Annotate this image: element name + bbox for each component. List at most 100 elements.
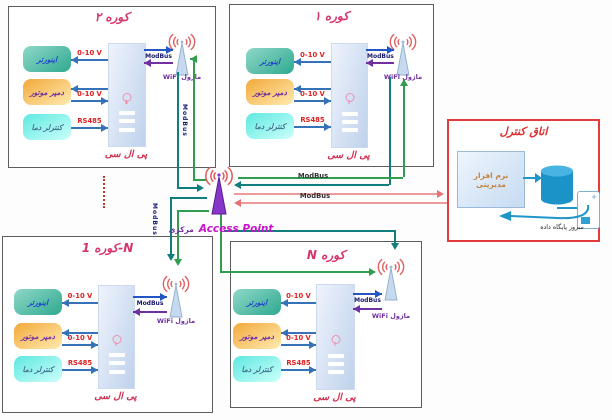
plc-to-damper-arrowhead	[62, 328, 69, 337]
inverter-box-label: اینورتر	[259, 56, 281, 66]
tempctrl-to-plc-line	[62, 369, 98, 371]
plc-box	[108, 43, 146, 147]
plc-power-icon	[331, 335, 340, 346]
damper-motor-box: دمپر موتور	[246, 79, 294, 105]
modbus-plc-wifi-label: ModBus	[145, 53, 172, 60]
plc-vent-slat	[341, 112, 358, 116]
damper-to-plc-arrowhead	[91, 340, 98, 349]
furnace2-to-ap-arrowhead	[197, 183, 204, 192]
database-cylinder-icon	[541, 165, 573, 205]
tempctrl-signal-label: RS485	[67, 359, 93, 367]
inverter-signal-label: 0-10 V	[67, 292, 93, 300]
ap-to-furnace1-up-line	[403, 80, 405, 177]
ap-to-furnace1-arrowhead	[399, 79, 408, 86]
plc-to-inverter-line	[281, 302, 316, 304]
furnace-title: کوره N	[306, 248, 346, 262]
damper-to-plc-line	[294, 100, 331, 102]
plc-to-inverter-arrowhead	[71, 55, 78, 64]
control-room-title: اتاق کنترل	[499, 125, 548, 138]
ap-to-furnace2-down-line	[193, 58, 195, 181]
plc-vent-slat	[119, 111, 135, 115]
plc-to-damper-line	[294, 88, 331, 90]
furnace1-wifi-down-line	[389, 77, 391, 185]
ap-to-controlroom-line	[234, 193, 438, 195]
db-to-server-line	[557, 207, 577, 209]
damper-to-plc-arrowhead	[309, 340, 316, 349]
plc-vent-slat	[327, 370, 344, 374]
plc-box	[98, 285, 135, 389]
plc-vent-slat	[108, 353, 125, 357]
damper-signal-label: 0-10 V	[67, 333, 93, 342]
damper-motor-box-label: دمپر موتور	[240, 331, 274, 341]
ap-to-furnace-n-arrowhead-teal	[390, 243, 399, 250]
plc-vent-slat	[119, 119, 135, 123]
tempctrl-to-plc-arrowhead	[309, 365, 316, 374]
ap-to-furnace-n1-down-line2	[177, 210, 179, 263]
wifi-antenna-icon	[156, 271, 196, 323]
wifi-to-plc-arrowhead	[366, 58, 373, 67]
plc-to-damper-line	[62, 332, 98, 334]
temperature-controller-box: کنترلر دما	[246, 113, 294, 139]
access-point-label: Access Point مرکزی	[148, 217, 294, 236]
control-room-panel: اتاق کنترل نرم افزار مدیریتی + سرور پایگ…	[447, 119, 600, 242]
ap-to-furnace-n-down-line2	[220, 214, 222, 272]
damper-motor-box-label: دمپر موتور	[21, 331, 55, 341]
plc-to-wifi-arrowhead	[387, 45, 394, 54]
plc-to-wifi-arrowhead	[160, 292, 167, 301]
plc-to-inverter-arrowhead	[281, 298, 288, 307]
temperature-controller-box-label: کنترلر دما	[22, 364, 54, 374]
modbus-label-vertical-furnace2: ModBus	[181, 104, 188, 137]
furnace-title: کوره ۱	[314, 9, 349, 23]
plc-to-damper-arrowhead	[294, 84, 301, 93]
damper-motor-box: دمپر موتور	[14, 323, 62, 349]
tempctrl-to-plc-arrowhead	[91, 365, 98, 374]
plc-vent-slat	[108, 361, 125, 365]
plc-to-damper-line	[281, 332, 316, 334]
damper-to-plc-arrowhead	[101, 96, 108, 105]
temperature-controller-box-label: کنترلر دما	[254, 121, 286, 131]
plc-vent-slat	[108, 370, 125, 374]
temperature-controller-box-label: کنترلر دما	[241, 364, 273, 374]
wifi-to-plc-line	[366, 62, 394, 64]
damper-motor-box-label: دمپر موتور	[30, 87, 64, 97]
plc-to-damper-arrowhead	[71, 84, 78, 93]
plc-to-inverter-arrowhead	[294, 57, 301, 66]
damper-to-plc-arrowhead	[324, 96, 331, 105]
plc-vent-slat	[327, 354, 344, 358]
ap-to-furnace1-line	[238, 177, 403, 179]
plc-power-icon	[345, 93, 354, 104]
wifi-module-label: ماژول WiFi	[383, 73, 423, 81]
damper-to-plc-line	[71, 100, 108, 102]
plc-vent-slat	[119, 128, 135, 132]
plc-to-wifi-modbus-line	[353, 293, 382, 295]
management-software-box: نرم افزار مدیریتی	[457, 151, 525, 208]
plc-to-wifi-modbus-line	[133, 296, 167, 298]
furnace-title: کوره ۲	[94, 10, 130, 24]
wifi-to-plc-line	[353, 308, 382, 310]
more-furnaces-ellipsis	[103, 176, 105, 208]
tempctrl-to-plc-line	[281, 369, 316, 371]
software-to-db-arrow	[523, 177, 536, 179]
modbus-label-ap-controlroom: ModBus	[299, 192, 331, 200]
server-label: سرور پایگاه داده	[540, 224, 584, 231]
plc-to-damper-line	[71, 88, 108, 90]
furnace-title: کوره 1-N	[81, 241, 134, 255]
plc-label: پی ال سی	[104, 149, 148, 160]
tempctrl-signal-label: RS485	[286, 359, 311, 367]
wifi-to-plc-arrowhead	[133, 307, 140, 316]
plc-box	[331, 43, 368, 148]
ap-to-furnace-n-down-line	[394, 230, 396, 248]
ap-to-furnace-n1-arrowhead-teal	[166, 254, 175, 261]
inverter-box: اینورتر	[23, 46, 71, 72]
tempctrl-signal-label: RS485	[77, 117, 102, 125]
inverter-box-label: اینورتر	[27, 297, 49, 307]
modbus-plc-wifi-label: ModBus	[367, 53, 394, 60]
wifi-antenna-icon	[371, 254, 411, 306]
damper-signal-label: 0-10 V	[300, 89, 325, 98]
damper-to-plc-line	[62, 344, 98, 346]
inverter-signal-label: 0-10 V	[286, 292, 311, 300]
ap-to-furnace2-line	[193, 179, 207, 181]
